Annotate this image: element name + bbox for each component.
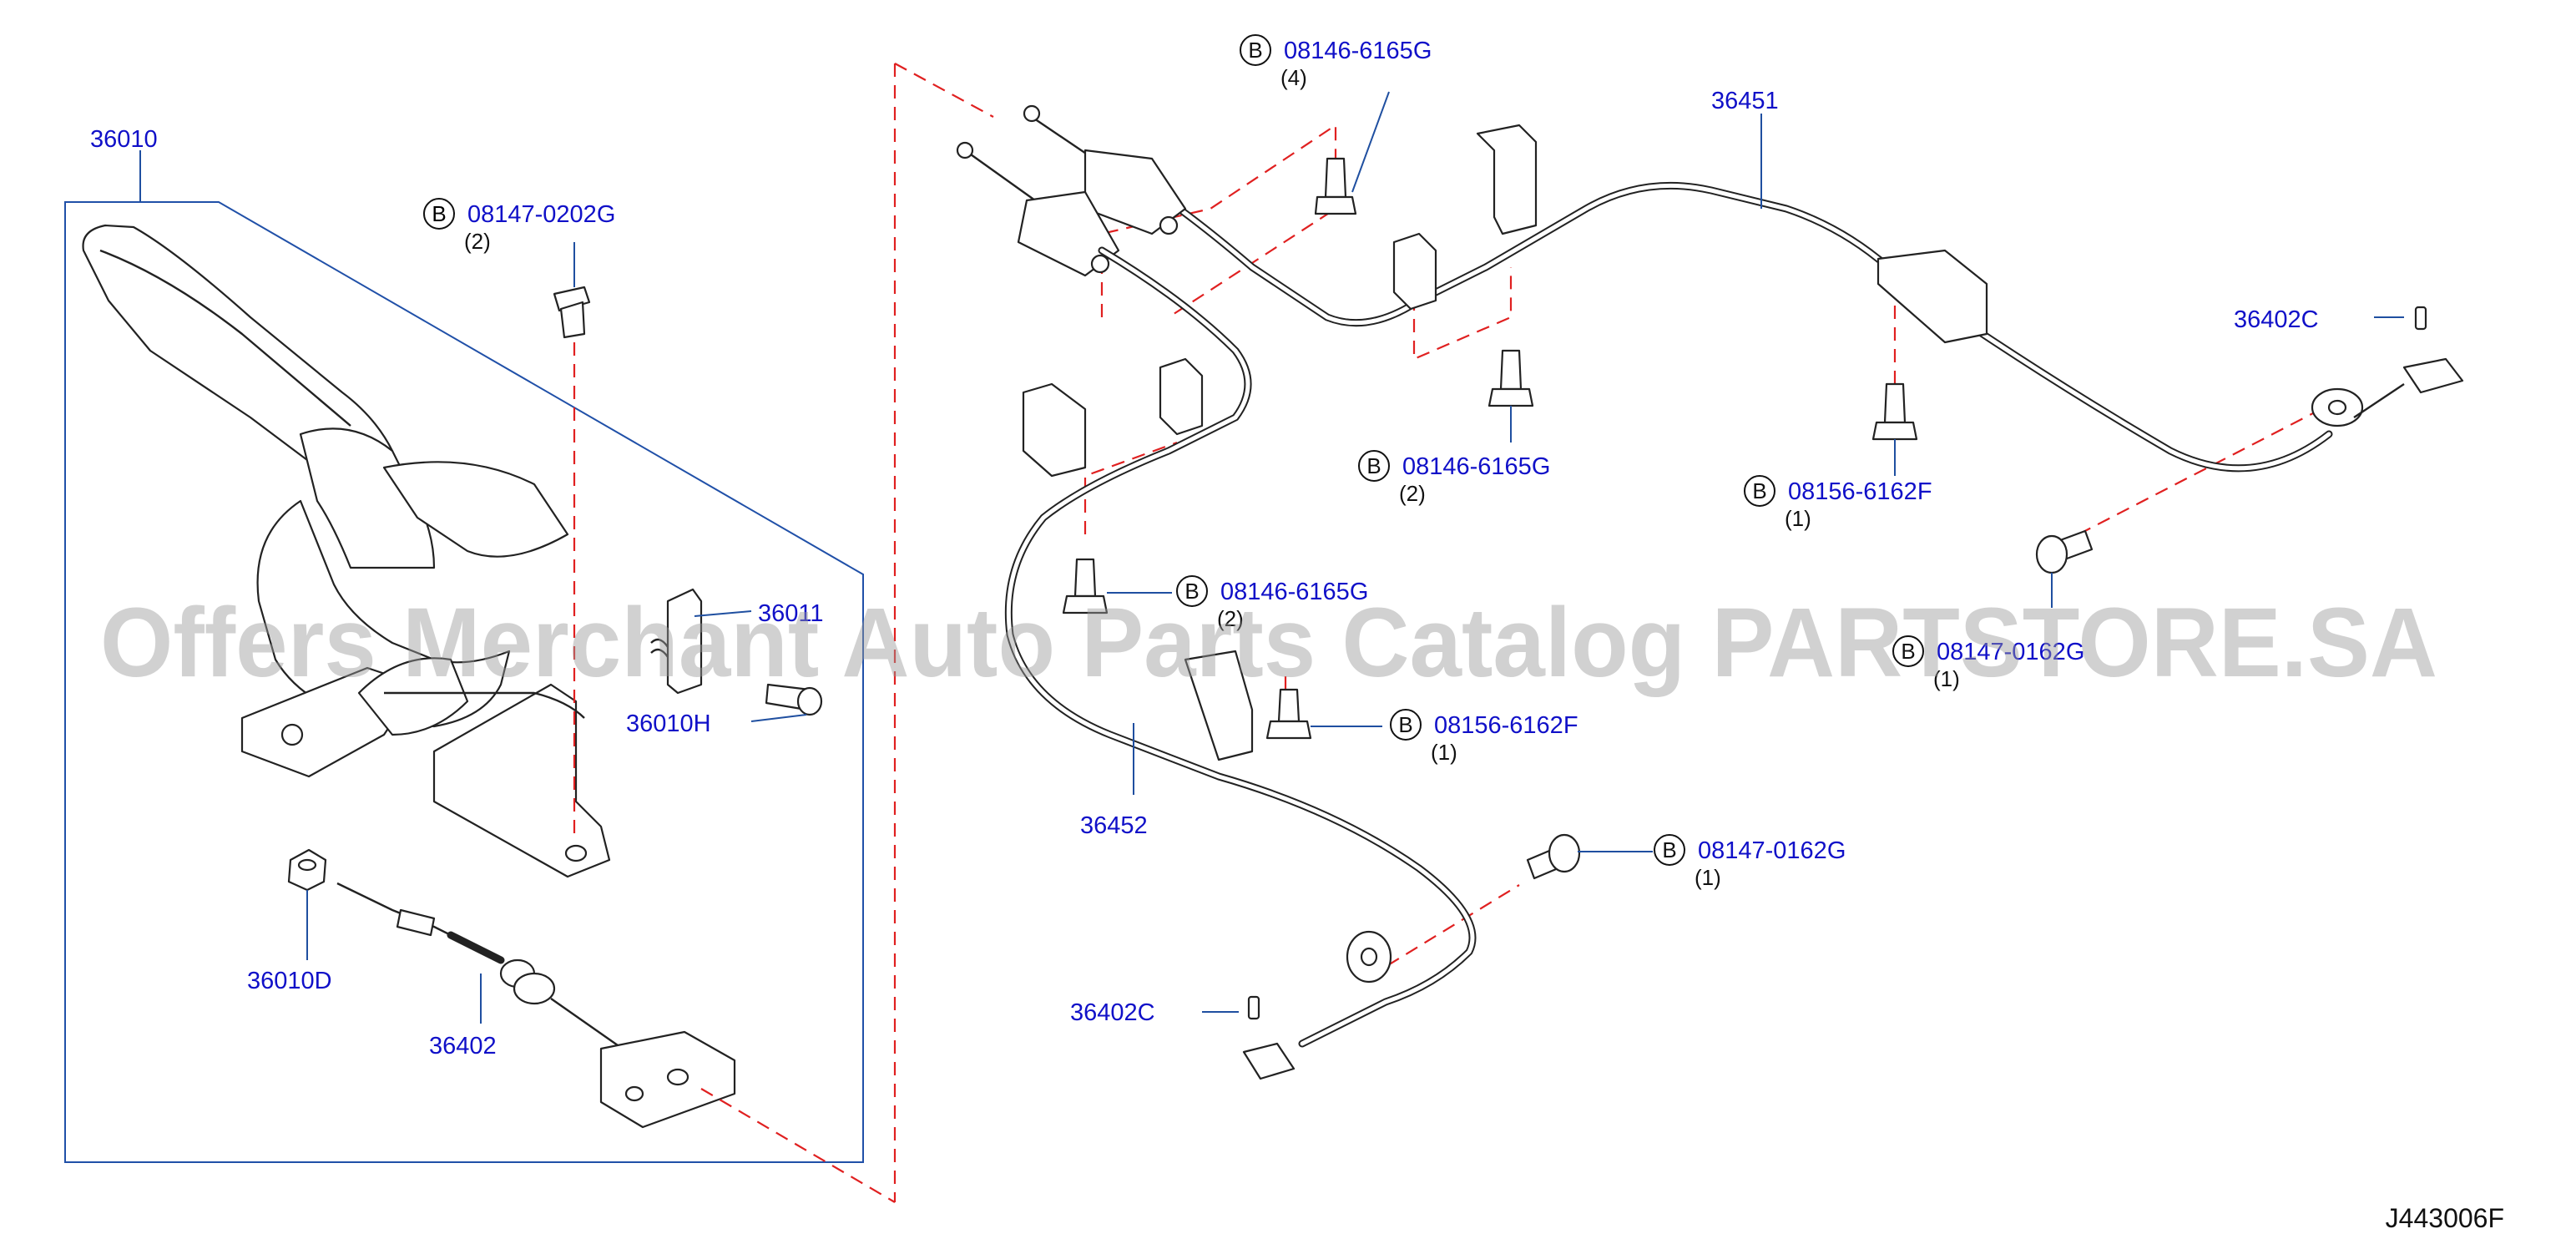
callout-36010D: 36010D [247, 968, 332, 994]
bolt-quantity: (2) [1399, 481, 1426, 506]
bolt-quantity: (1) [1431, 740, 1457, 765]
bolt-part-number: 08147-0162G [1937, 639, 2084, 665]
bolt-callout-5: B 08147-0162G (1) [1892, 635, 2084, 691]
bolt-08146-6165G-2b[interactable] [1062, 558, 1109, 614]
callout-36402C-right: 36402C [2234, 306, 2319, 333]
bolt-callout-1: B 08146-6165G (4) [1240, 34, 1432, 90]
bolt-quantity: (2) [1217, 606, 1244, 631]
parking-brake-lever-36010[interactable] [82, 224, 611, 878]
guide-bottom-diag [700, 1088, 896, 1203]
guide-top-diag [894, 63, 994, 118]
rear-cable-left-36452[interactable] [1004, 246, 1477, 1080]
bolt-circle-letter: B [1398, 712, 1412, 737]
leader-36011 [694, 610, 752, 617]
bolt-08147-0162G-1b[interactable] [2035, 529, 2094, 574]
bolt-part-number: 08146-6165G [1284, 38, 1432, 64]
bolt-part-number: 08156-6162F [1434, 712, 1578, 739]
bolt-part-number: 08147-0162G [1698, 837, 1846, 864]
leader-bolt-08146-6165G-4 [1351, 91, 1390, 193]
bolt-08146-6165G-2a[interactable] [1488, 349, 1534, 407]
bolt-08147-0202G[interactable] [553, 286, 591, 339]
callout-36451: 36451 [1711, 88, 1779, 114]
bolt-circle-letter: B [1662, 837, 1676, 862]
bolt-08146-6165G-4[interactable] [1314, 157, 1357, 215]
bolt-callout-2: B 08146-6165G (2) [1358, 450, 1550, 506]
pin-36402C-left[interactable] [1247, 995, 1260, 1020]
bolt-circle-letter: B [1248, 38, 1262, 63]
bolt-08156-6162F-1b[interactable] [1265, 688, 1312, 740]
bolt-08147-0162G-1a[interactable] [1526, 833, 1581, 880]
bolt-callout-3: B 08156-6162F (1) [1744, 475, 1932, 531]
guide-left-drum [1368, 884, 1520, 978]
pin-36402C-right[interactable] [2414, 306, 2427, 331]
callout-36402C-left: 36402C [1070, 999, 1155, 1026]
bolt-circle-letter: B [1901, 639, 1915, 664]
guide-box-mid [1412, 267, 1513, 361]
assembly-frame-36010 [64, 201, 864, 1163]
bolt-08156-6162F-1a[interactable] [1871, 382, 1918, 441]
bolt-callout-7: B 08147-0162G (1) [1654, 834, 1846, 890]
bolt-callout-4: B 08146-6165G (2) [1176, 575, 1368, 631]
bolt-quantity: (1) [1695, 865, 1721, 890]
bolt-part-number: 08147-0202G [467, 201, 615, 228]
callout-36011: 36011 [758, 600, 824, 627]
bolt-circle-letter: B [1752, 478, 1766, 503]
bolt-quantity: (1) [1785, 506, 1811, 531]
bolt-part-number: 08146-6165G [1220, 579, 1368, 605]
nut-36010D[interactable] [287, 848, 327, 892]
callout-36010: 36010 [90, 126, 158, 153]
bolt-circle-letter: B [1184, 579, 1199, 604]
bolt-quantity: (4) [1280, 65, 1307, 90]
bolt-part-number: 08156-6162F [1788, 478, 1932, 505]
front-cable-36402[interactable] [336, 882, 736, 1129]
callout-36402: 36402 [429, 1033, 497, 1059]
guide-right-drum [2078, 400, 2338, 535]
bolt-callout-0: B 08147-0202G (2) [423, 198, 615, 254]
bolt-circle-letter: B [432, 201, 446, 226]
cable-end-fittings[interactable] [956, 104, 1187, 277]
rear-cable-right-36451[interactable] [1139, 124, 2464, 473]
screw-36010H[interactable] [765, 683, 823, 716]
bolt-quantity: (1) [1933, 666, 1960, 691]
bolt-circle-letter: B [1366, 453, 1381, 478]
bolt-callout-6: B 08156-6162F (1) [1390, 709, 1578, 765]
bolt-part-number: 08146-6165G [1402, 453, 1550, 480]
leader-36010H [750, 714, 807, 722]
diagram-code: J443006F [2386, 1203, 2504, 1233]
bracket-36011[interactable] [650, 588, 703, 695]
callout-36452: 36452 [1080, 812, 1148, 839]
bolt-quantity: (2) [464, 229, 491, 254]
watermark: Offers Merchant Auto Parts Catalog PARTS… [100, 588, 2437, 698]
callout-36010H: 36010H [626, 711, 711, 737]
